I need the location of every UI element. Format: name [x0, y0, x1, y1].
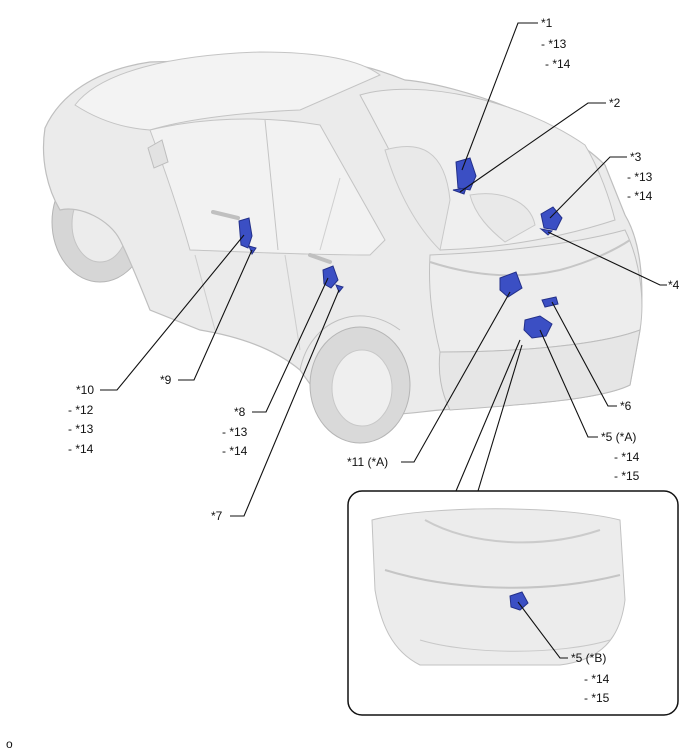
- callout-1: *1: [541, 16, 553, 30]
- side-windows: [149, 118, 386, 256]
- leader-lines: [100, 22, 667, 659]
- inset-detail: [347, 490, 679, 716]
- callout-8-sub-13: - *13: [222, 425, 248, 439]
- callout-8: *8: [234, 405, 246, 419]
- callout-5b-sub-14: - *14: [584, 672, 610, 686]
- part-6-shape: [541, 296, 559, 308]
- callout-10-sub-12: - *12: [68, 403, 94, 417]
- callout-10: *10: [76, 383, 94, 397]
- callout-10-sub-14: - *14: [68, 442, 94, 456]
- callout-5a-sub-14: - *14: [614, 450, 640, 464]
- callout-1-sub-14: - *14: [545, 57, 571, 71]
- callout-5a: *5 (*A): [601, 430, 636, 444]
- callout-10-sub-13: - *13: [68, 422, 94, 436]
- callout-4: *4: [668, 278, 680, 292]
- callout-labels: *1 - *13 - *14 *2 *3 - *13 - *14 *4 *6 *…: [6, 16, 680, 751]
- callout-8-sub-14: - *14: [222, 444, 248, 458]
- callout-3-sub-14: - *14: [627, 189, 653, 203]
- callout-3-sub-13: - *13: [627, 170, 653, 184]
- part-3-shape: [540, 206, 563, 231]
- rear-bumper: [438, 329, 641, 411]
- callout-5b: *5 (*B): [571, 651, 606, 665]
- vehicle-illustration: [42, 51, 643, 444]
- part-5-shape: [523, 315, 553, 339]
- callout-6: *6: [620, 399, 632, 413]
- part-10-shape: [238, 217, 253, 249]
- corner-mark: o: [6, 737, 13, 751]
- part-8-shape: [322, 265, 339, 289]
- callout-2: *2: [609, 96, 621, 110]
- callout-5b-sub-15: - *15: [584, 691, 610, 705]
- callout-5a-sub-15: - *15: [614, 469, 640, 483]
- inset-part-5-shape: [509, 591, 529, 611]
- part-9-shape: [248, 245, 257, 256]
- callout-11: *11 (*A): [347, 455, 388, 469]
- callout-7: *7: [211, 509, 223, 523]
- callout-3: *3: [630, 150, 642, 164]
- vehicle-roof: [74, 51, 381, 131]
- part-11-shape: [499, 271, 523, 298]
- part-7-shape: [335, 284, 344, 293]
- callout-9: *9: [160, 373, 172, 387]
- callout-1-sub-13: - *13: [541, 37, 567, 51]
